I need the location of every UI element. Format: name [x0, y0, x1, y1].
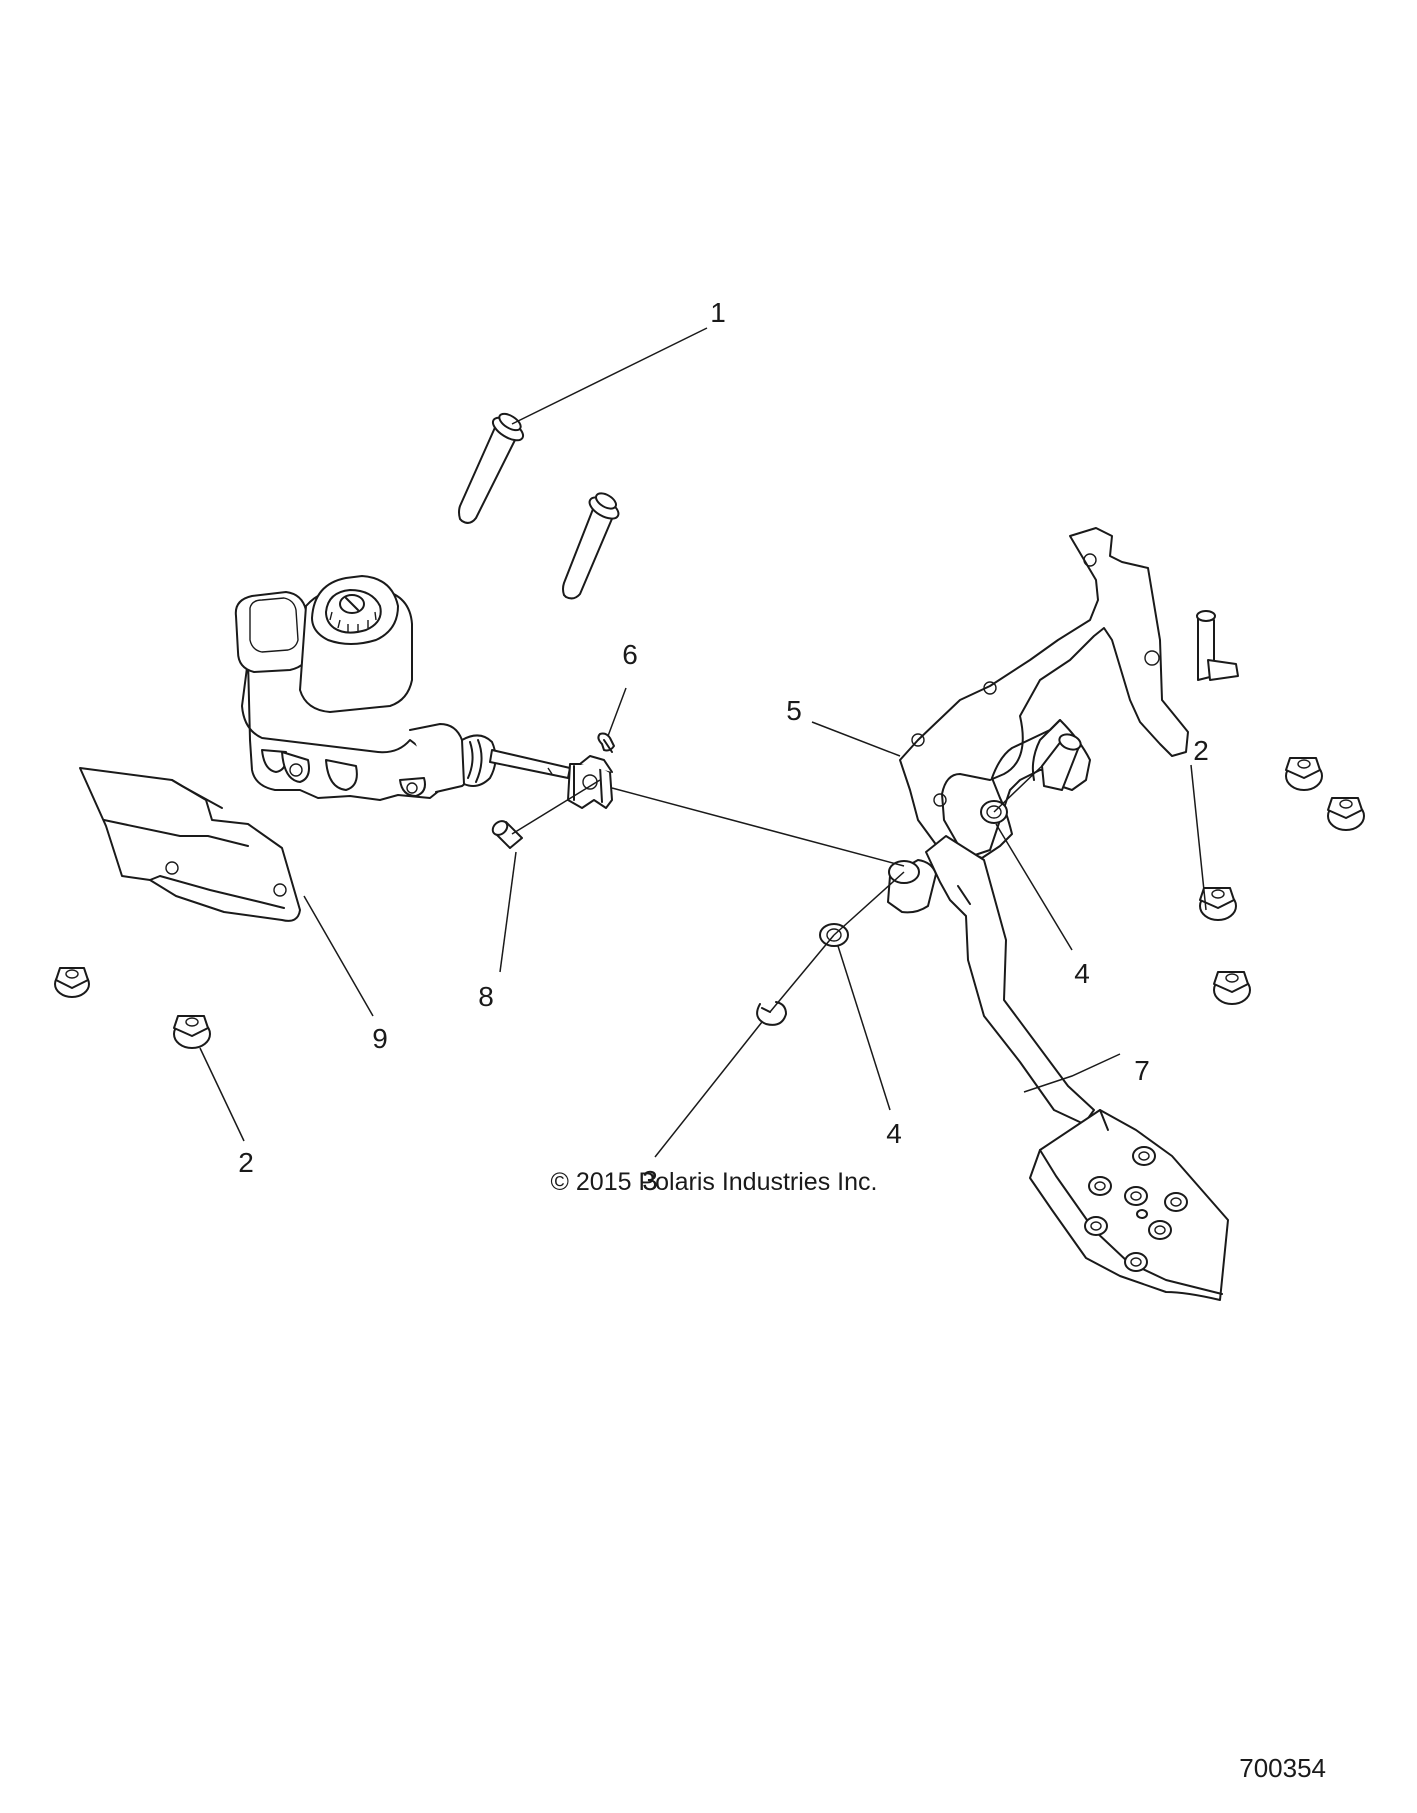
assembly-lines — [511, 765, 1043, 1013]
callout-2-right: 2 — [1193, 735, 1209, 766]
flange-nuts-part-2 — [54, 757, 1365, 1049]
callout-7: 7 — [1134, 1055, 1150, 1086]
figure-number: 700354 — [1239, 1753, 1326, 1783]
callout-9: 9 — [372, 1023, 388, 1054]
e-clip-part-3 — [756, 1001, 787, 1026]
nut-right-1 — [1199, 887, 1237, 921]
guard-plate-part-9 — [79, 767, 301, 922]
push-rod — [489, 749, 613, 809]
nut-right-2 — [1285, 757, 1323, 791]
nut-left-2 — [173, 1015, 211, 1049]
bracket-shaft — [1041, 733, 1082, 791]
master-cylinder — [234, 575, 497, 801]
callout-2-left: 2 — [238, 1147, 254, 1178]
nut-right-4 — [1213, 971, 1251, 1005]
bolt-part-1 — [458, 412, 620, 600]
pedal-tread-holes — [1084, 1146, 1188, 1272]
leader-lines — [199, 327, 1207, 1158]
callout-4-upper: 4 — [1074, 958, 1090, 989]
nut-right-3 — [1327, 797, 1365, 831]
callout-1: 1 — [710, 297, 726, 328]
pivot-shaft — [1196, 610, 1239, 681]
mounting-bracket-part-5 — [899, 527, 1189, 861]
copyright-notice: © 2015 Polaris Industries Inc. — [551, 1168, 878, 1196]
callout-6: 6 — [622, 639, 638, 670]
callout-labels: 1 2 2 3 4 4 5 6 7 8 9 — [238, 297, 1209, 1196]
callout-4-lower: 4 — [886, 1118, 902, 1149]
callout-5: 5 — [786, 695, 802, 726]
brake-pedal-part-7 — [887, 835, 1229, 1301]
clevis-pin-part-8 — [491, 820, 523, 849]
nut-left-1 — [54, 967, 90, 998]
cotter-pin-part-6 — [597, 732, 615, 753]
callout-8: 8 — [478, 981, 494, 1012]
callout-3: 3 — [642, 1165, 658, 1196]
